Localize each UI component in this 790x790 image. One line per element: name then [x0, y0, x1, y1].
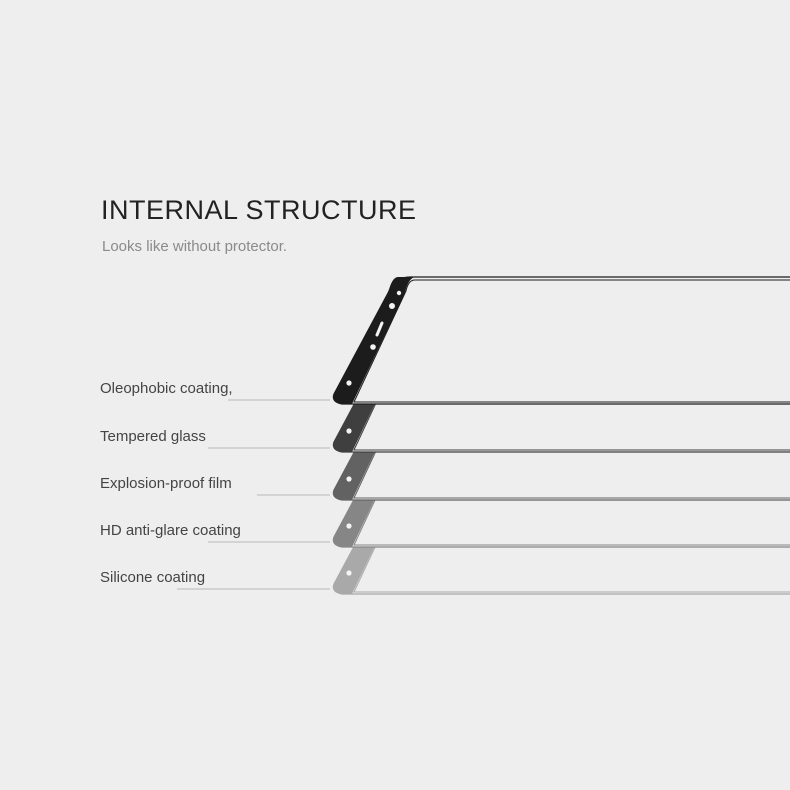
glass-layer-0: [332, 276, 790, 405]
layer-label-explosion-proof: Explosion-proof film: [100, 475, 232, 492]
layer-label-silicone: Silicone coating: [100, 569, 206, 586]
bezel-speaker-slot-0: [375, 321, 384, 337]
glass-layer-bezel-0: [333, 277, 414, 404]
glass-layer-inner-edge-0: [353, 279, 790, 403]
layer-label-anti-glare: HD anti-glare coating: [100, 522, 241, 539]
bezel-sensor-dot-0-1: [389, 303, 395, 309]
bezel-sensor-dot-0-3: [346, 380, 352, 386]
bezel-sensor-dot-4-3: [346, 570, 352, 576]
diagram-title: INTERNAL STRUCTURE: [101, 195, 417, 225]
layer-label-tempered-glass: Tempered glass: [100, 428, 206, 445]
bezel-sensor-dot-0-0: [396, 290, 402, 296]
bezel-sensor-dot-3-3: [346, 523, 352, 529]
bezel-sensor-dot-0-2: [370, 344, 376, 350]
bezel-sensor-dot-1-3: [346, 428, 352, 434]
bezel-sensor-dot-2-3: [346, 476, 352, 482]
layer-label-oleophobic: Oleophobic coating,: [100, 380, 233, 397]
diagram-subtitle: Looks like without protector.: [102, 238, 288, 255]
